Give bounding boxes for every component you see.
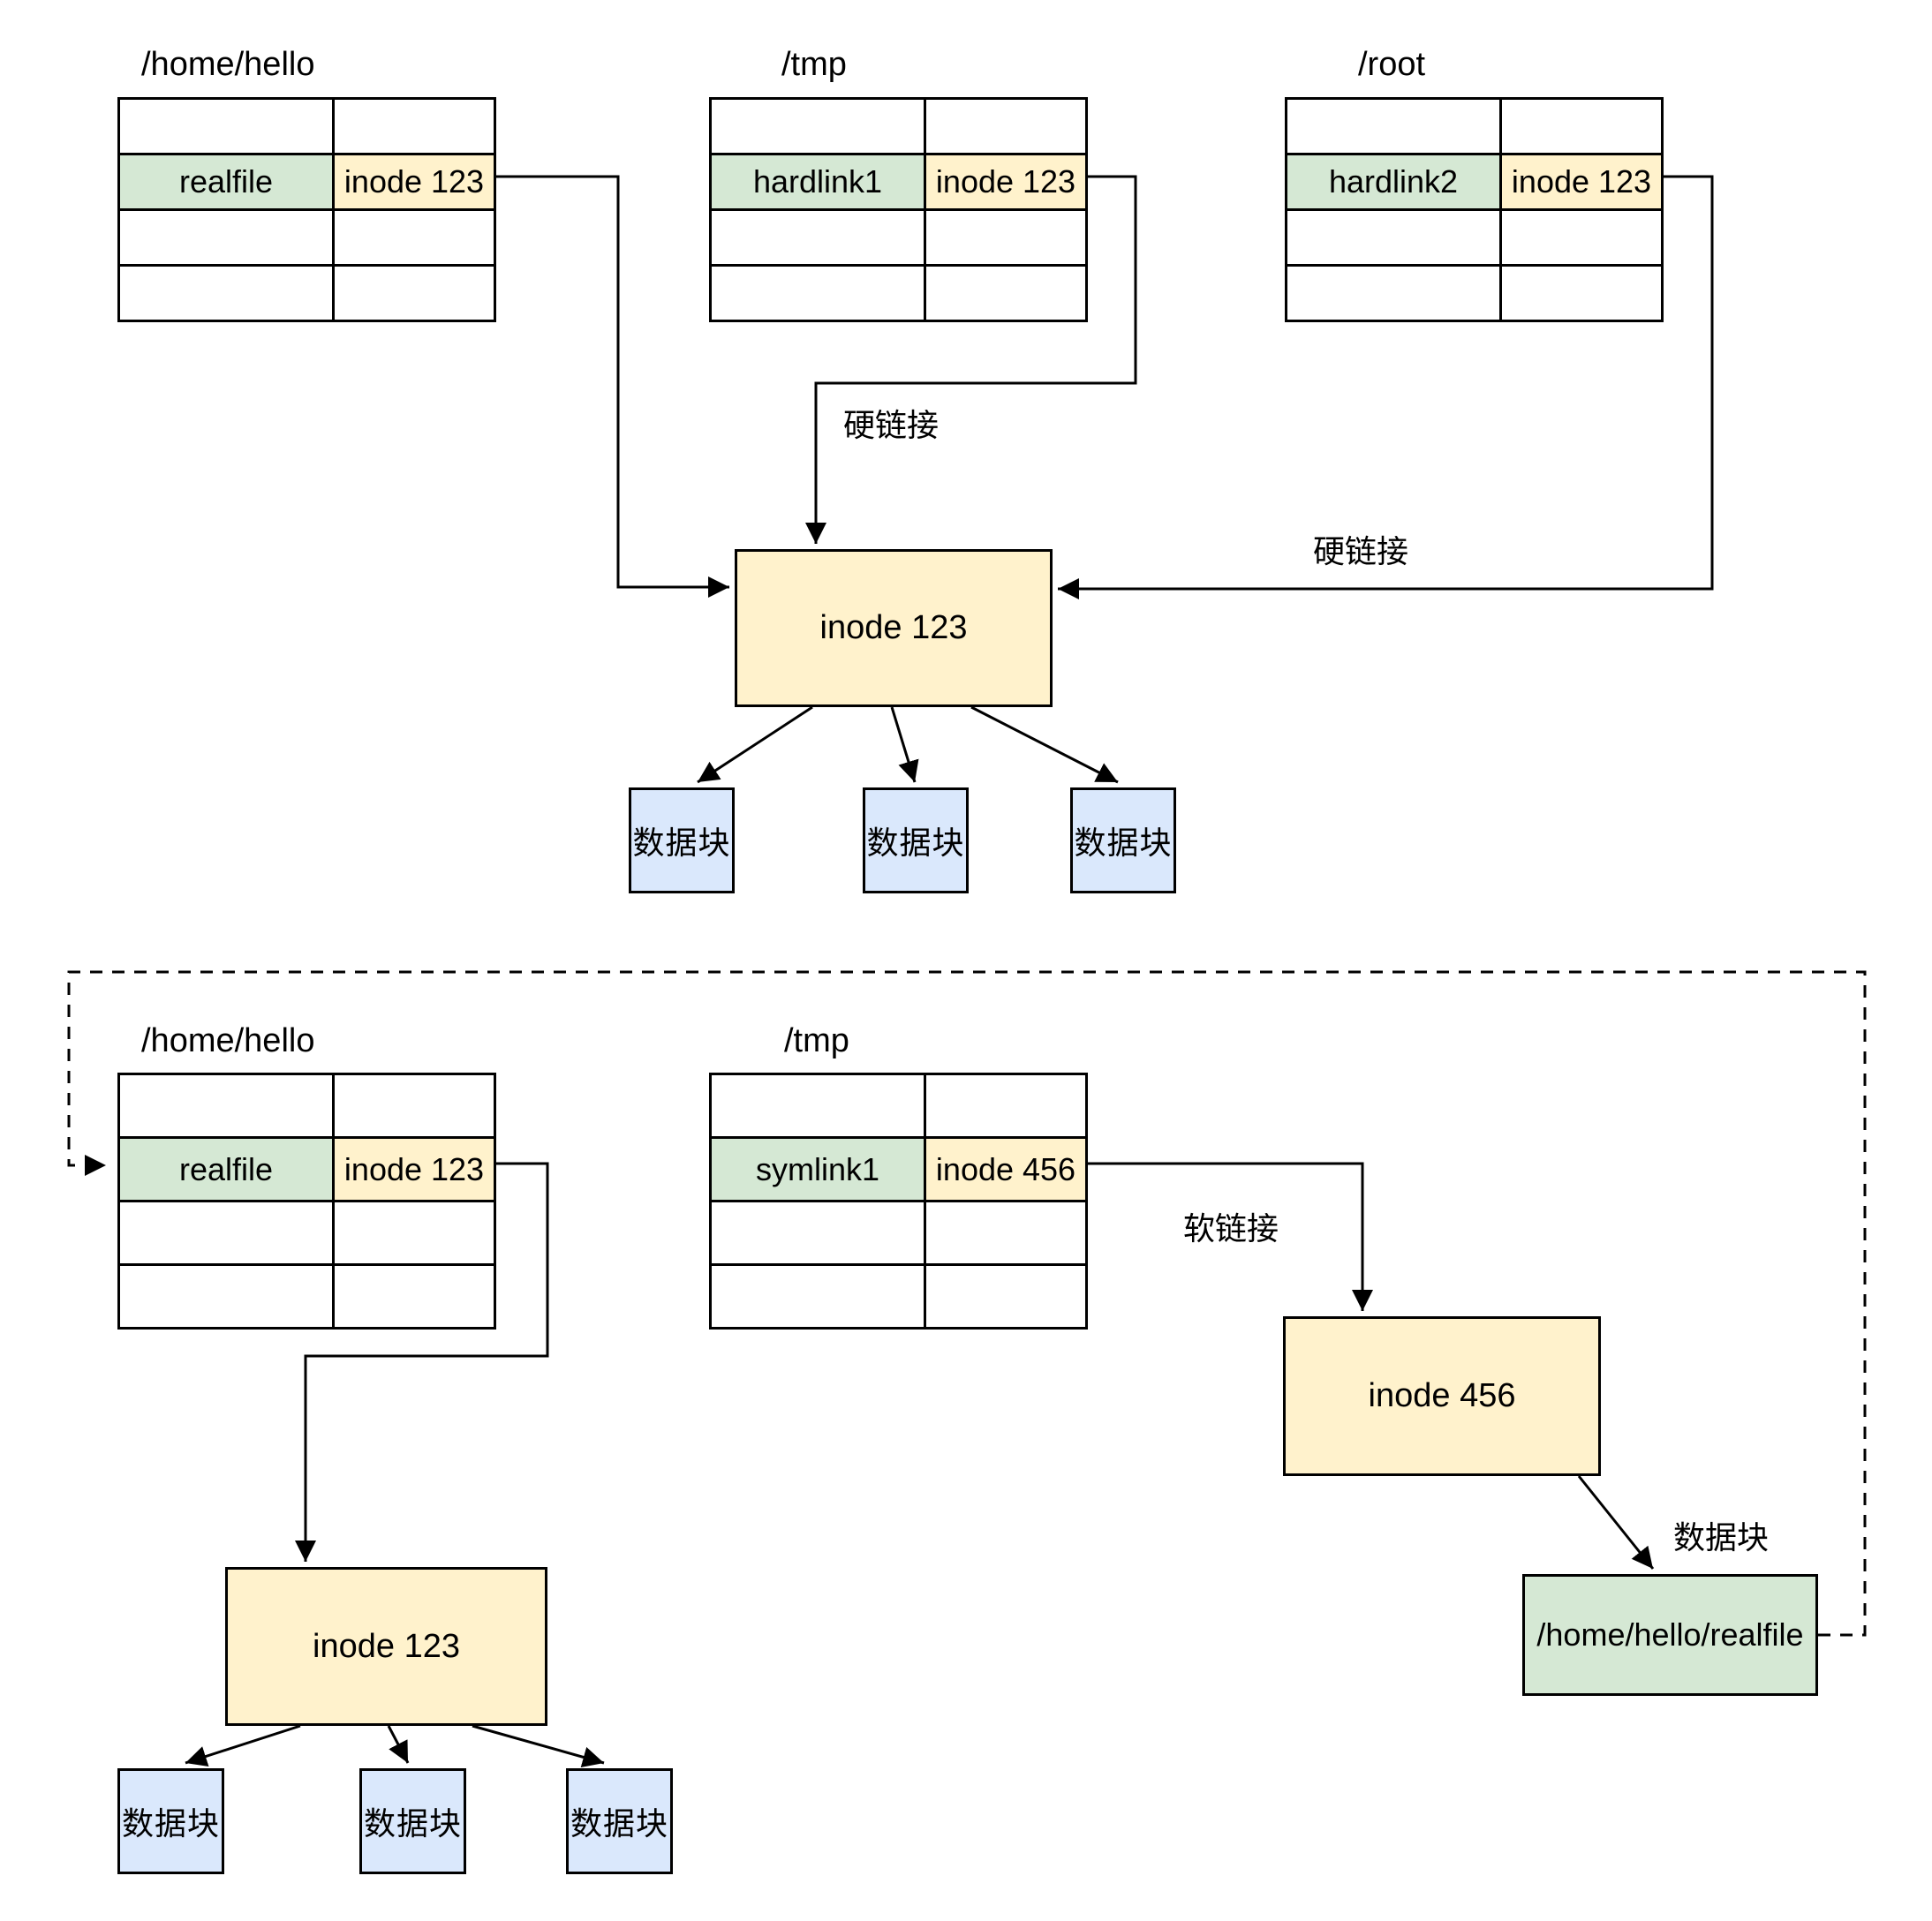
empty-cell — [709, 208, 926, 267]
empty-cell — [117, 264, 335, 322]
empty-cell — [1285, 264, 1502, 322]
empty-cell — [1499, 97, 1664, 155]
empty-cell — [332, 208, 496, 267]
empty-cell — [1499, 264, 1664, 322]
dir-table-tmp-bottom: symlink1 inode 456 — [709, 1073, 1088, 1330]
data-block: 数据块 — [566, 1768, 673, 1874]
dir-title-tmp-bottom: /tmp — [784, 1022, 849, 1059]
empty-cell — [332, 1073, 496, 1139]
connector-inode123-to-datablock-2 — [890, 706, 919, 783]
dir-entry-inode-cell: inode 123 — [332, 153, 496, 211]
empty-cell — [709, 1200, 926, 1266]
connector-hardlink2-to-inode123 — [1058, 175, 1714, 599]
empty-cell — [924, 264, 1088, 322]
empty-cell — [1499, 208, 1664, 267]
empty-cell — [332, 264, 496, 322]
dir-entry-name-cell: hardlink2 — [1285, 153, 1502, 211]
empty-cell — [117, 1073, 335, 1139]
dir-title-root-top: /root — [1358, 46, 1426, 83]
empty-cell — [117, 97, 335, 155]
data-block: 数据块 — [359, 1768, 466, 1874]
hardlink-label-tmp: 硬链接 — [843, 407, 940, 443]
connector-realfile-to-inode123 — [488, 175, 729, 598]
data-block: 数据块 — [1070, 787, 1176, 893]
empty-cell — [1285, 208, 1502, 267]
dir-table-root-top: hardlink2 inode 123 — [1285, 97, 1664, 322]
empty-cell — [332, 97, 496, 155]
empty-cell — [117, 1263, 335, 1330]
connector-symlink1-to-inode456 — [1080, 1162, 1373, 1311]
empty-cell — [332, 1200, 496, 1266]
softlink-label: 软链接 — [1183, 1210, 1279, 1247]
dir-entry-name-cell: realfile — [117, 153, 335, 211]
dir-entry-name-cell: symlink1 — [709, 1136, 926, 1202]
dir-table-tmp-top: hardlink1 inode 123 — [709, 97, 1088, 322]
datablock-label: 数据块 — [1673, 1519, 1770, 1556]
connector-inode123-to-datablock-3 — [970, 705, 1119, 784]
dir-table-home-hello-bottom: realfile inode 123 — [117, 1073, 496, 1330]
connector-inode123b-to-datablock-2 — [387, 1725, 410, 1764]
connector-inode123b-to-datablock-1 — [185, 1724, 301, 1767]
inode-box-123-bottom: inode 123 — [225, 1567, 547, 1726]
dir-title-home-hello-bottom: /home/hello — [141, 1022, 315, 1059]
dir-table-home-hello-top: realfile inode 123 — [117, 97, 496, 322]
connector-inode123b-to-datablock-3 — [472, 1724, 605, 1768]
empty-cell — [924, 1263, 1088, 1330]
realfile-path-box: /home/hello/realfile — [1522, 1574, 1818, 1696]
empty-cell — [924, 208, 1088, 267]
dir-entry-inode-cell: inode 123 — [924, 153, 1088, 211]
data-block: 数据块 — [629, 787, 735, 893]
dir-entry-inode-cell: inode 123 — [332, 1136, 496, 1202]
dir-entry-inode-cell: inode 456 — [924, 1136, 1088, 1202]
empty-cell — [709, 1073, 926, 1139]
hardlink-label-root: 硬链接 — [1313, 533, 1409, 569]
empty-cell — [332, 1263, 496, 1330]
empty-cell — [117, 1200, 335, 1266]
empty-cell — [117, 208, 335, 267]
empty-cell — [709, 1263, 926, 1330]
empty-cell — [709, 97, 926, 155]
empty-cell — [924, 1073, 1088, 1139]
data-block: 数据块 — [117, 1768, 224, 1874]
connector-hardlink1-to-inode123 — [805, 175, 1137, 544]
empty-cell — [1285, 97, 1502, 155]
inode-box-456: inode 456 — [1283, 1316, 1601, 1476]
dir-title-tmp-top: /tmp — [781, 46, 847, 83]
empty-cell — [924, 1200, 1088, 1266]
empty-cell — [924, 97, 1088, 155]
data-block: 数据块 — [863, 787, 969, 893]
empty-cell — [709, 264, 926, 322]
dir-entry-inode-cell: inode 123 — [1499, 153, 1664, 211]
inode-box-123-top: inode 123 — [735, 549, 1053, 707]
dir-entry-name-cell: hardlink1 — [709, 153, 926, 211]
connector-inode123-to-datablock-1 — [697, 705, 813, 784]
dir-title-home-hello-top: /home/hello — [141, 46, 315, 83]
dir-entry-name-cell: realfile — [117, 1136, 335, 1202]
connector-realfile-path-to-realfile-dashed — [67, 970, 1867, 1637]
connector-realfile2-to-inode123 — [295, 1162, 549, 1562]
connector-inode456-to-realfile-path — [1577, 1475, 1655, 1570]
